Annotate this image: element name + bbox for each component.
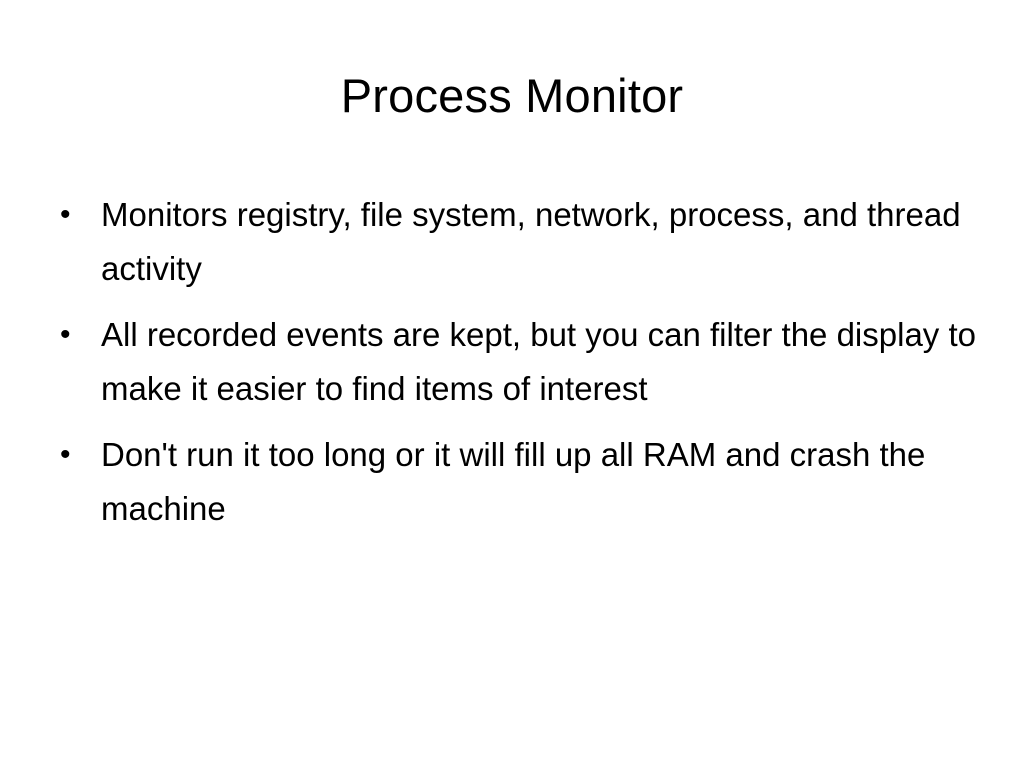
bullet-marker: • — [60, 318, 71, 351]
bullet-item: • All recorded events are kept, but you … — [60, 308, 980, 416]
bullet-text: Don't run it too long or it will fill up… — [101, 436, 926, 527]
slide-title: Process Monitor — [340, 69, 684, 122]
bullet-item: • Monitors registry, file system, networ… — [60, 188, 980, 296]
bullet-marker: • — [60, 438, 71, 471]
bullet-text: All recorded events are kept, but you ca… — [101, 316, 976, 407]
bullet-item: • Don't run it too long or it will fill … — [60, 428, 980, 536]
bullet-list: • Monitors registry, file system, networ… — [60, 188, 980, 548]
bullet-marker: • — [60, 198, 71, 231]
bullet-text: Monitors registry, file system, network,… — [101, 196, 961, 287]
